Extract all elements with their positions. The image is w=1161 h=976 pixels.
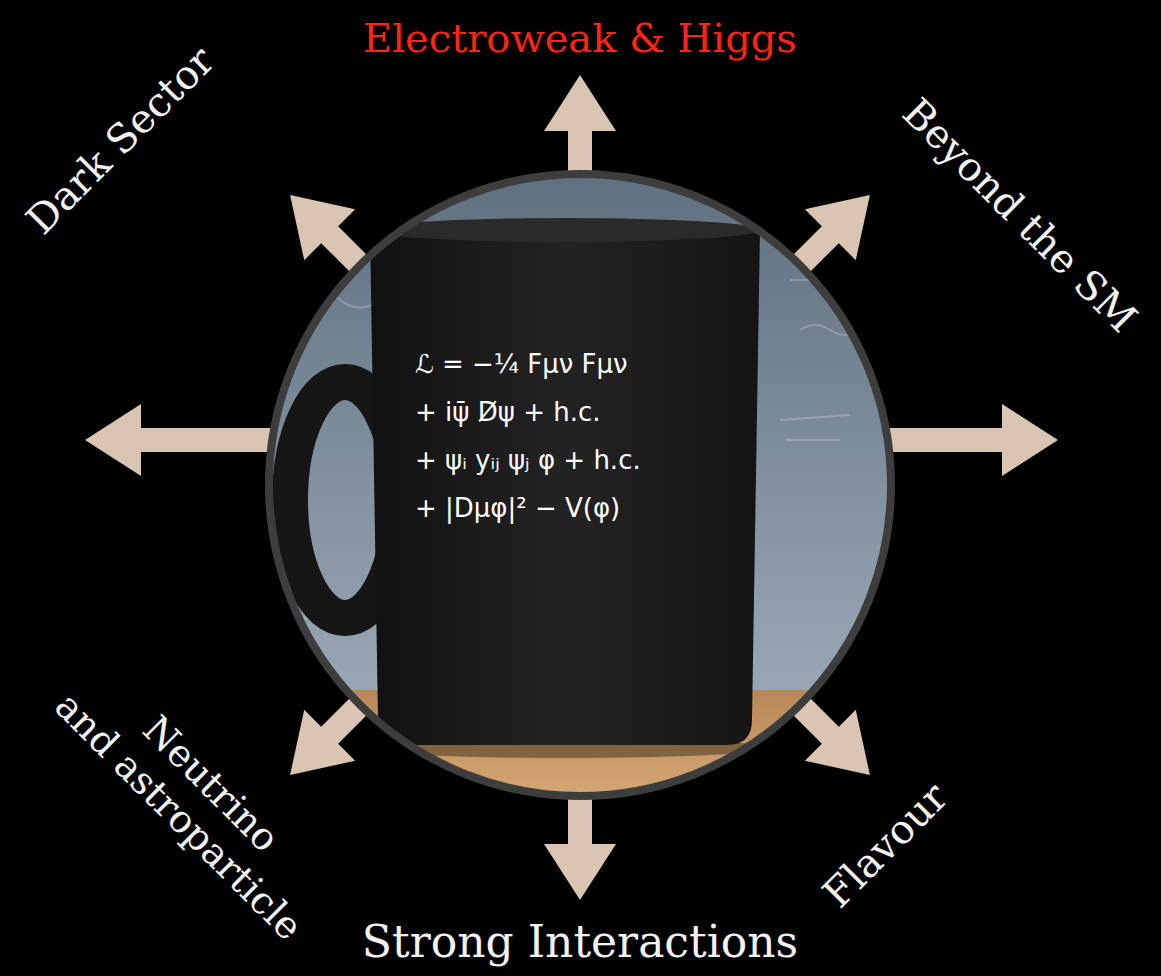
equation-block: ℒ = −¼ Fμν Fμν+ iψ̄ D̸ψ + h.c.+ ψᵢ yᵢⱼ ψ… [415, 340, 745, 532]
equation-line: + ψᵢ yᵢⱼ ψⱼ φ + h.c. [415, 436, 745, 484]
category-label: Neutrino and astroparticle [28, 633, 362, 967]
category-label: Flavour [814, 774, 957, 917]
mug-circle: ℒ = −¼ Fμν Fμν+ iψ̄ D̸ψ + h.c.+ ψᵢ yᵢⱼ ψ… [265, 170, 895, 800]
equation-line: ℒ = −¼ Fμν Fμν [415, 340, 745, 388]
mug-body [370, 230, 760, 745]
equation-line: + iψ̄ D̸ψ + h.c. [415, 388, 745, 436]
category-label: Strong Interactions [362, 917, 798, 968]
circle-border [269, 174, 891, 796]
mug-photo [260, 165, 900, 810]
mug-rim [370, 218, 760, 242]
category-label: Electroweak & Higgs [363, 15, 797, 61]
equation-line: + |Dμφ|² − V(φ) [415, 484, 745, 532]
circle-outline [265, 170, 895, 800]
category-label: Beyond the SM [894, 89, 1146, 341]
category-label: Dark Sector [17, 37, 223, 243]
